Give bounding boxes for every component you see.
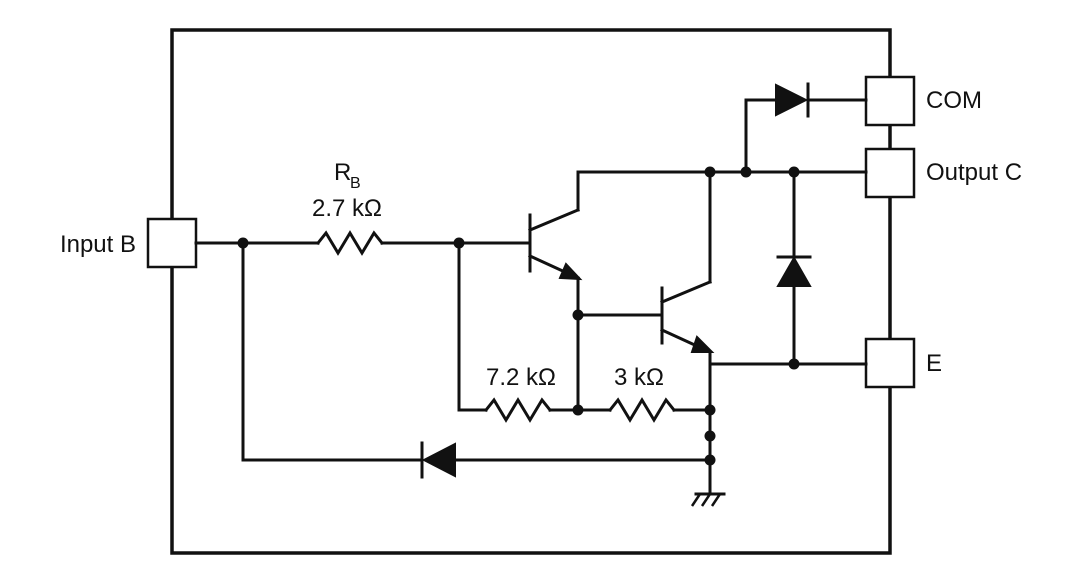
transistor-q2 xyxy=(660,170,715,462)
com-diode xyxy=(744,82,868,174)
resistor-rb xyxy=(315,230,385,256)
ground-symbol xyxy=(690,458,726,507)
resistor-3k xyxy=(607,397,677,423)
pin-output-c xyxy=(864,147,916,199)
pin-label-emitter: E xyxy=(926,350,942,377)
rb-symbol: R xyxy=(334,159,351,186)
package-outline xyxy=(170,28,892,555)
output-protection-diode xyxy=(776,170,812,366)
input-clamp-diode xyxy=(420,441,456,479)
transistor-q1 xyxy=(528,170,583,412)
r1-value-label: 7.2 kΩ xyxy=(486,364,556,391)
pin-label-input-b: Input B xyxy=(60,231,136,258)
pin-label-com: COM xyxy=(926,87,982,114)
clamp-diode-wire xyxy=(241,241,712,462)
resistor-7k2 xyxy=(483,397,553,423)
pin-input-b xyxy=(146,217,198,269)
pin-com xyxy=(864,75,916,127)
junction-dots xyxy=(237,166,800,466)
pin-label-output-c: Output C xyxy=(926,159,1022,186)
rb-value-label: 2.7 kΩ xyxy=(312,195,382,222)
pin-emitter xyxy=(864,337,916,389)
r2-value-label: 3 kΩ xyxy=(614,364,664,391)
resistor-7k2-path xyxy=(457,241,712,423)
rb-subscript: B xyxy=(350,175,361,192)
